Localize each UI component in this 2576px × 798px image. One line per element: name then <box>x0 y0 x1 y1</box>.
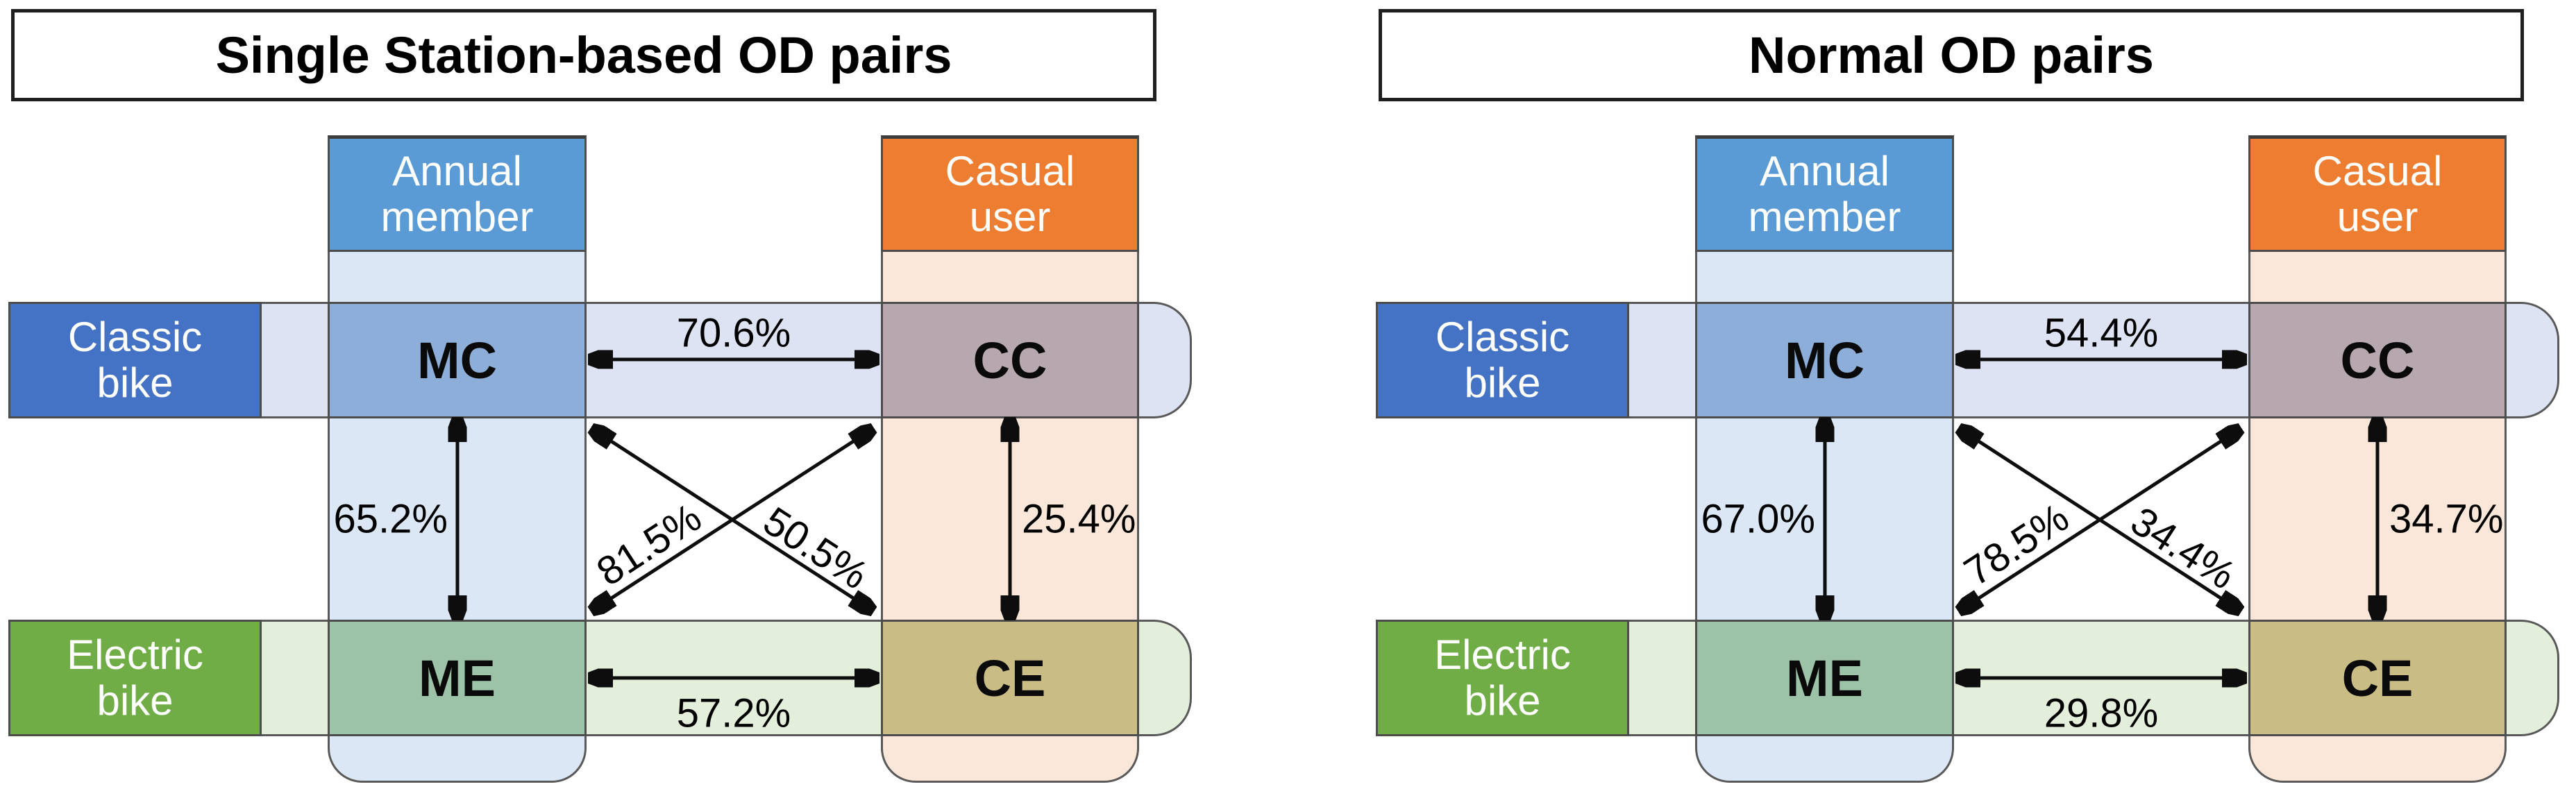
annual-member-header: Annual member <box>328 135 587 252</box>
panel-title-box: Normal OD pairs <box>1379 9 2524 101</box>
electric-bike-label: Electric bike <box>1376 620 1629 736</box>
cell-cc-label: CC <box>2340 331 2415 389</box>
annual-member-header: Annual member <box>1695 135 1954 252</box>
cell-cc-label: CC <box>973 331 1047 389</box>
pct-cc-ce: 25.4% <box>1022 496 1136 542</box>
cell-mc: MC <box>328 302 587 418</box>
panel-title: Single Station-based OD pairs <box>215 26 952 84</box>
cell-ce: CE <box>2248 620 2507 736</box>
pct-me-ce: 57.2% <box>676 690 791 736</box>
cell-mc-label: MC <box>416 331 498 389</box>
pct-me-ce: 29.8% <box>2044 690 2159 736</box>
pct-mc-me: 67.0% <box>1701 496 1815 542</box>
classic-bike-label-text: Classic bike <box>67 314 203 406</box>
panel-title: Normal OD pairs <box>1749 26 2154 84</box>
annual-member-header-label: Annual member <box>380 148 534 240</box>
pct-cc-ce: 34.7% <box>2389 496 2504 542</box>
cell-ce: CE <box>881 620 1139 736</box>
panel-single-station-od: Single Station-based OD pairs Annual mem… <box>8 9 1192 783</box>
casual-user-header: Casual user <box>881 135 1139 252</box>
cell-mc-label: MC <box>1784 331 1865 389</box>
cell-mc: MC <box>1695 302 1954 418</box>
cell-me: ME <box>328 620 587 736</box>
pct-mc-ce: 34.4% <box>2123 498 2244 599</box>
cell-me-label: ME <box>1786 649 1863 707</box>
electric-bike-label: Electric bike <box>8 620 262 736</box>
cell-ce-label: CE <box>974 649 1046 707</box>
electric-bike-label-text: Electric bike <box>67 631 203 724</box>
electric-bike-label-text: Electric bike <box>1434 631 1571 724</box>
classic-bike-label: Classic bike <box>1376 302 1629 418</box>
cell-cc: CC <box>881 302 1139 418</box>
casual-user-header-label: Casual user <box>945 148 1075 240</box>
cell-ce-label: CE <box>2341 649 2414 707</box>
cell-me-label: ME <box>419 649 496 707</box>
cell-cc: CC <box>2248 302 2507 418</box>
panel-normal-od: Normal OD pairs Annual member Casual use… <box>1367 0 2576 798</box>
pct-mc-me: 65.2% <box>333 496 448 542</box>
cell-me: ME <box>1695 620 1954 736</box>
classic-bike-label-text: Classic bike <box>1435 314 1570 406</box>
panel-title-box: Single Station-based OD pairs <box>11 9 1156 101</box>
pct-mc-ce: 50.5% <box>755 498 876 599</box>
casual-user-header: Casual user <box>2248 135 2507 252</box>
pct-me-cc: 81.5% <box>589 494 709 595</box>
pct-mc-cc: 70.6% <box>676 310 791 356</box>
casual-user-header-label: Casual user <box>2312 148 2443 240</box>
classic-bike-label: Classic bike <box>8 302 262 418</box>
pct-mc-cc: 54.4% <box>2044 310 2159 356</box>
annual-member-header-label: Annual member <box>1748 148 1901 240</box>
pct-me-cc: 78.5% <box>1956 494 2077 595</box>
